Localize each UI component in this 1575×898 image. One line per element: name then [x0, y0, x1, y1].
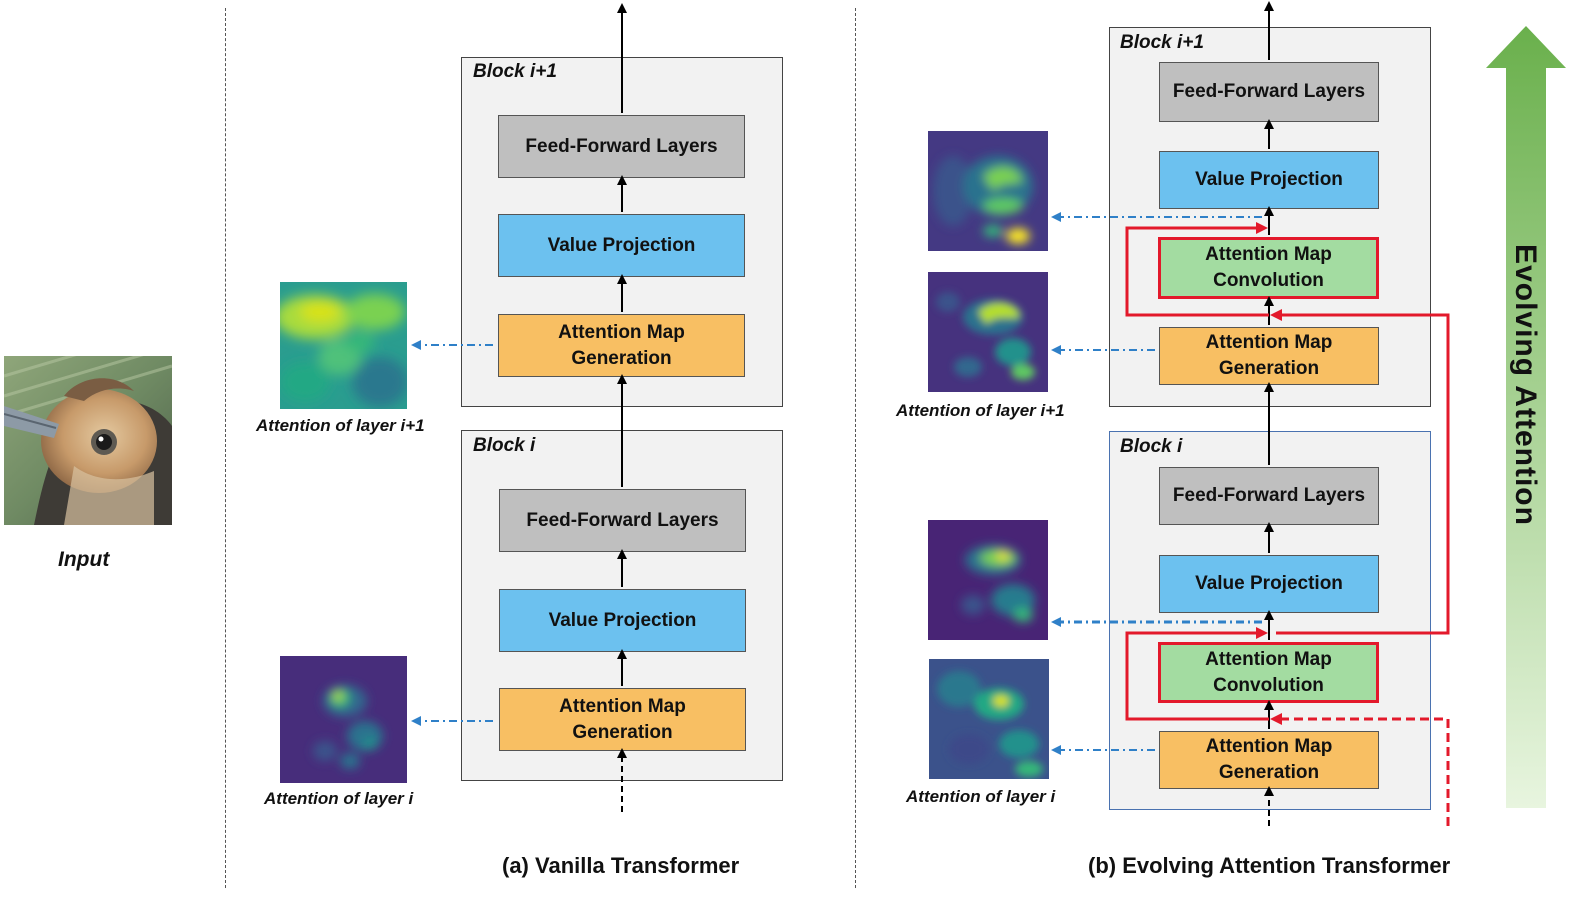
evolving-block-top-label: Block i+1 — [1120, 32, 1204, 53]
evolving-top-attention-convolution-box: Attention Map Convolution — [1158, 237, 1379, 299]
vanilla-caption-bottom: Attention of layer i — [264, 789, 414, 808]
evolving-attention-arrow — [1486, 26, 1566, 808]
vanilla-attention-links — [411, 340, 493, 726]
vanilla-attention-map-bottom — [280, 656, 407, 783]
evolving-attention-map-2 — [928, 272, 1048, 392]
vanilla-block-bottom-label: Block i — [473, 435, 536, 456]
evolving-caption-bottom: Attention of layer i — [906, 787, 1056, 806]
divider-middle — [855, 8, 856, 888]
vanilla-bottom-value-projection-box: Value Projection — [499, 589, 746, 652]
vanilla-title: (a) Vanilla Transformer — [502, 853, 740, 878]
evolving-attention-map-3 — [928, 520, 1048, 640]
evolving-attention-label: Evolving Attention — [1509, 244, 1542, 526]
residual-connections — [1125, 222, 1450, 826]
evolving-attention-map-4 — [929, 659, 1049, 779]
vanilla-top-attention-generation-box: Attention Map Generation — [498, 314, 745, 377]
divider-left — [225, 8, 226, 888]
evolving-top-value-projection-box: Value Projection — [1159, 151, 1379, 209]
vanilla-top-feed-forward-box: Feed-Forward Layers — [498, 115, 745, 178]
vanilla-bottom-feed-forward-box: Feed-Forward Layers — [499, 489, 746, 552]
evolving-caption-top: Attention of layer i+1 — [896, 401, 1065, 420]
evolving-bottom-feed-forward-box: Feed-Forward Layers — [1159, 467, 1379, 525]
vanilla-block-top-label: Block i+1 — [473, 61, 557, 82]
input-label: Input — [58, 548, 110, 571]
evolving-attention-map-1 — [928, 131, 1048, 251]
vanilla-attention-map-top — [280, 282, 407, 409]
input-image — [4, 356, 172, 525]
evolving-block-bottom-label: Block i — [1120, 436, 1183, 457]
evolving-title: (b) Evolving Attention Transformer — [1088, 853, 1451, 878]
evolving-attention-links — [1051, 212, 1262, 755]
vanilla-top-value-projection-box: Value Projection — [498, 214, 745, 277]
vanilla-caption-top: Attention of layer i+1 — [256, 416, 425, 435]
evolving-top-feed-forward-box: Feed-Forward Layers — [1159, 62, 1379, 122]
evolving-bottom-attention-generation-box: Attention Map Generation — [1159, 731, 1379, 789]
